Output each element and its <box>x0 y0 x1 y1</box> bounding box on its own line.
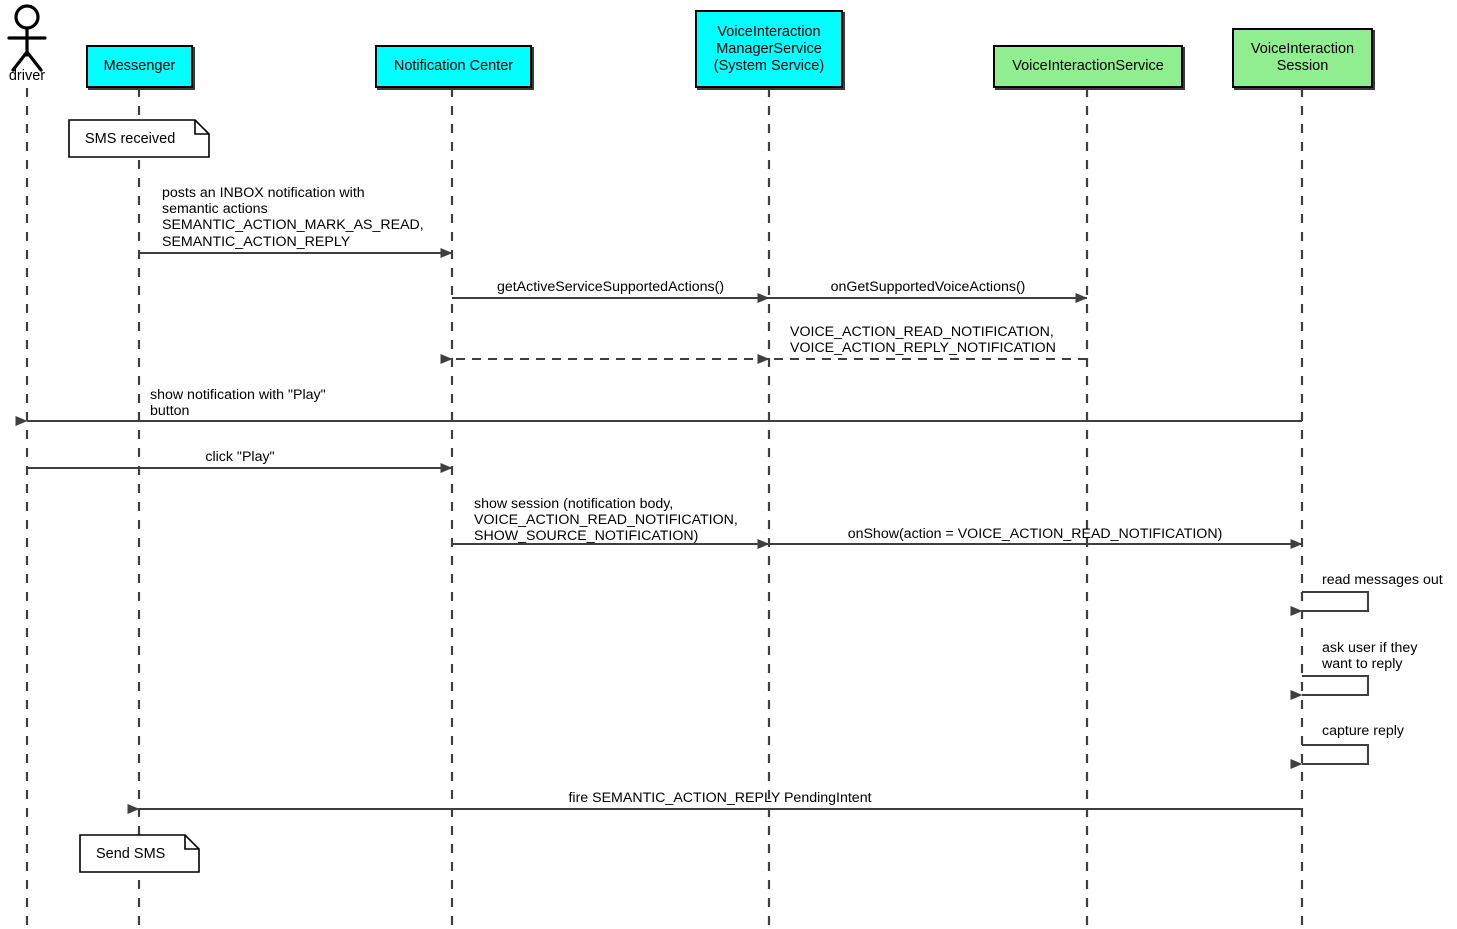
message-label-return-voice-actions-to-vims: VOICE_ACTION_READ_NOTIFICATION, VOICE_AC… <box>790 324 1056 357</box>
note-sms-received-fold <box>194 120 209 135</box>
note-sms-received: SMS received <box>85 130 176 147</box>
actor-leg-left-icon <box>11 50 29 72</box>
actor-leg-right-icon <box>25 50 43 72</box>
note-outlines <box>68 119 210 873</box>
participant-notification-center[interactable]: Notification Center <box>375 45 532 88</box>
message-label-on-get-supported-voice-actions: onGetSupportedVoiceActions() <box>830 279 1026 295</box>
message-label-on-show: onShow(action = VOICE_ACTION_READ_NOTIFI… <box>847 526 1223 542</box>
self-message-label-read-messages-out: read messages out <box>1322 572 1443 588</box>
self-message-label-capture-reply: capture reply <box>1322 723 1405 739</box>
message-label-click-play: click "Play" <box>205 449 275 465</box>
participant-voice-interaction-manager-service[interactable]: VoiceInteraction ManagerService (System … <box>695 10 843 88</box>
message-label-post-inbox-notification: posts an INBOX notification with semanti… <box>162 185 424 250</box>
participant-voice-interaction-service[interactable]: VoiceInteractionService <box>993 45 1183 88</box>
participant-messenger[interactable]: Messenger <box>86 45 193 88</box>
note-send-sms-fold <box>184 835 199 850</box>
self-message-arrows <box>1290 590 1370 769</box>
message-label-show-notification-with-play-button: show notification with "Play" button <box>150 387 326 420</box>
message-arrows <box>15 248 1303 814</box>
arrow-self-read-messages-out <box>1290 590 1370 616</box>
arrow-self-capture-reply <box>1290 743 1370 769</box>
message-label-show-session: show session (notification body, VOICE_A… <box>474 496 738 545</box>
participant-voice-interaction-session[interactable]: VoiceInteraction Session <box>1232 28 1373 88</box>
self-message-label-ask-user-if-they-want-to-reply: ask user if they want to reply <box>1322 640 1418 673</box>
message-label-fire-semantic-action-reply-pending-intent: fire SEMANTIC_ACTION_REPLY PendingIntent <box>568 790 872 806</box>
actor-driver-figure <box>7 4 47 72</box>
message-label-get-active-service-supported-actions: getActiveServiceSupportedActions() <box>496 279 725 295</box>
lifelines <box>25 88 1304 929</box>
note-send-sms-outline <box>79 834 200 873</box>
note-sms-received-outline <box>68 119 210 158</box>
actor-label-driver: driver <box>8 68 46 84</box>
note-send-sms: Send SMS <box>96 845 166 862</box>
actor-head-icon <box>14 4 40 30</box>
arrow-self-ask-user-if-they-want-to-reply <box>1290 674 1370 700</box>
